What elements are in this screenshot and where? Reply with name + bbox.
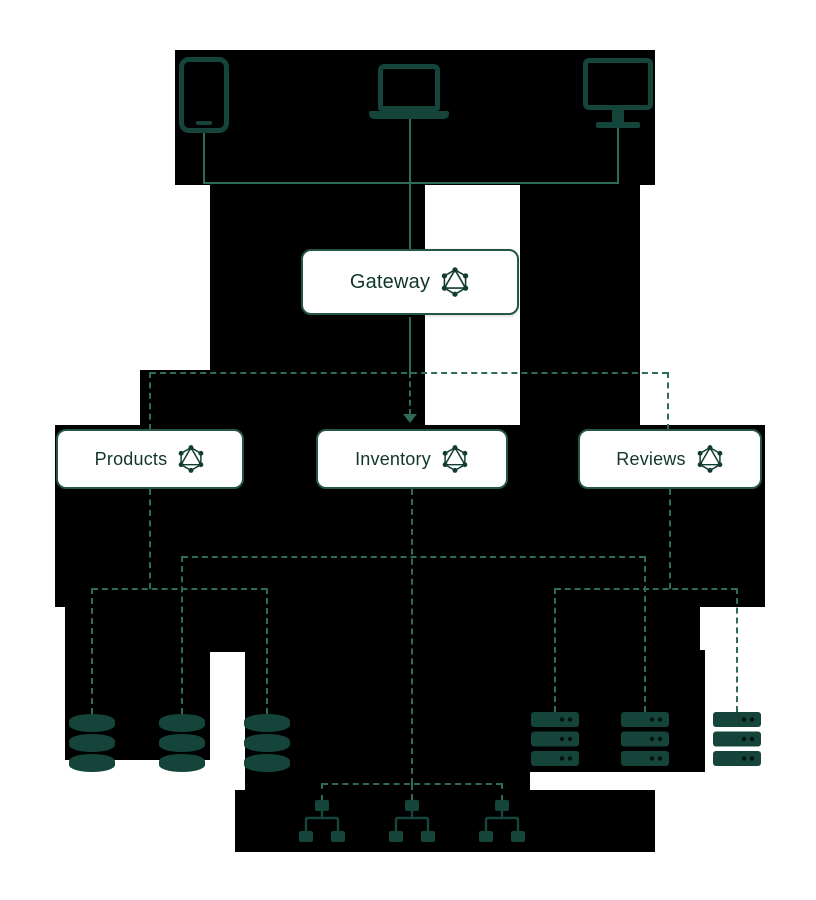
background-block xyxy=(150,607,700,652)
server-icon xyxy=(713,712,761,766)
laptop-icon xyxy=(378,64,440,111)
database-icon xyxy=(69,714,115,772)
service-label: Inventory xyxy=(355,448,431,469)
laptop-base xyxy=(369,111,449,119)
server-icon xyxy=(621,712,669,766)
background-block xyxy=(520,185,640,430)
background-block xyxy=(245,650,530,792)
background-block xyxy=(140,370,210,432)
connector-line xyxy=(409,317,411,373)
graphql-logo-icon xyxy=(441,267,469,297)
connector-line-dashed xyxy=(736,588,738,712)
connector-line-dashed xyxy=(321,783,323,801)
server-icon xyxy=(531,712,579,766)
graphql-logo-icon xyxy=(442,445,468,473)
connector-line-dashed xyxy=(182,556,645,558)
service-node-inventory: Inventory xyxy=(316,429,508,489)
connector-line-dashed xyxy=(554,588,556,712)
network-icon xyxy=(479,800,525,842)
desktop-icon xyxy=(583,58,653,110)
gateway-node: Gateway xyxy=(301,249,519,315)
connector-line-dashed xyxy=(644,556,646,712)
connector-line xyxy=(409,119,411,249)
connector-line-dashed xyxy=(149,489,151,589)
graphql-logo-icon xyxy=(178,445,204,473)
connector-line-dashed xyxy=(669,489,671,589)
tablet-homebar xyxy=(196,121,212,125)
connector-line-dashed xyxy=(92,588,267,590)
connector-line-dashed xyxy=(555,588,737,590)
desktop-stand xyxy=(612,110,624,122)
database-icon xyxy=(159,714,205,772)
connector-line-dashed xyxy=(181,556,183,714)
connector-line xyxy=(617,128,619,182)
service-label: Products xyxy=(94,448,168,469)
database-icon xyxy=(244,714,290,772)
connector-line-dashed xyxy=(149,372,151,430)
service-node-products: Products xyxy=(56,429,244,489)
connector-line-dashed xyxy=(501,783,503,801)
connector-line-dashed xyxy=(91,588,93,714)
connector-line-dashed xyxy=(266,588,268,714)
network-icon xyxy=(389,800,435,842)
service-node-reviews: Reviews xyxy=(578,429,762,489)
arrow-down-icon xyxy=(403,414,417,423)
connector-line xyxy=(203,133,205,182)
connector-line-dashed xyxy=(411,489,413,784)
gateway-label: Gateway xyxy=(349,270,431,293)
connector-line-dashed xyxy=(409,372,411,415)
connector-line-dashed xyxy=(667,372,669,430)
service-label: Reviews xyxy=(616,448,686,469)
connector-line xyxy=(203,182,619,184)
connector-line-dashed xyxy=(411,784,413,800)
desktop-base xyxy=(596,122,640,128)
network-icon xyxy=(299,800,345,842)
graphql-logo-icon xyxy=(697,445,723,473)
tablet-icon xyxy=(179,57,229,133)
